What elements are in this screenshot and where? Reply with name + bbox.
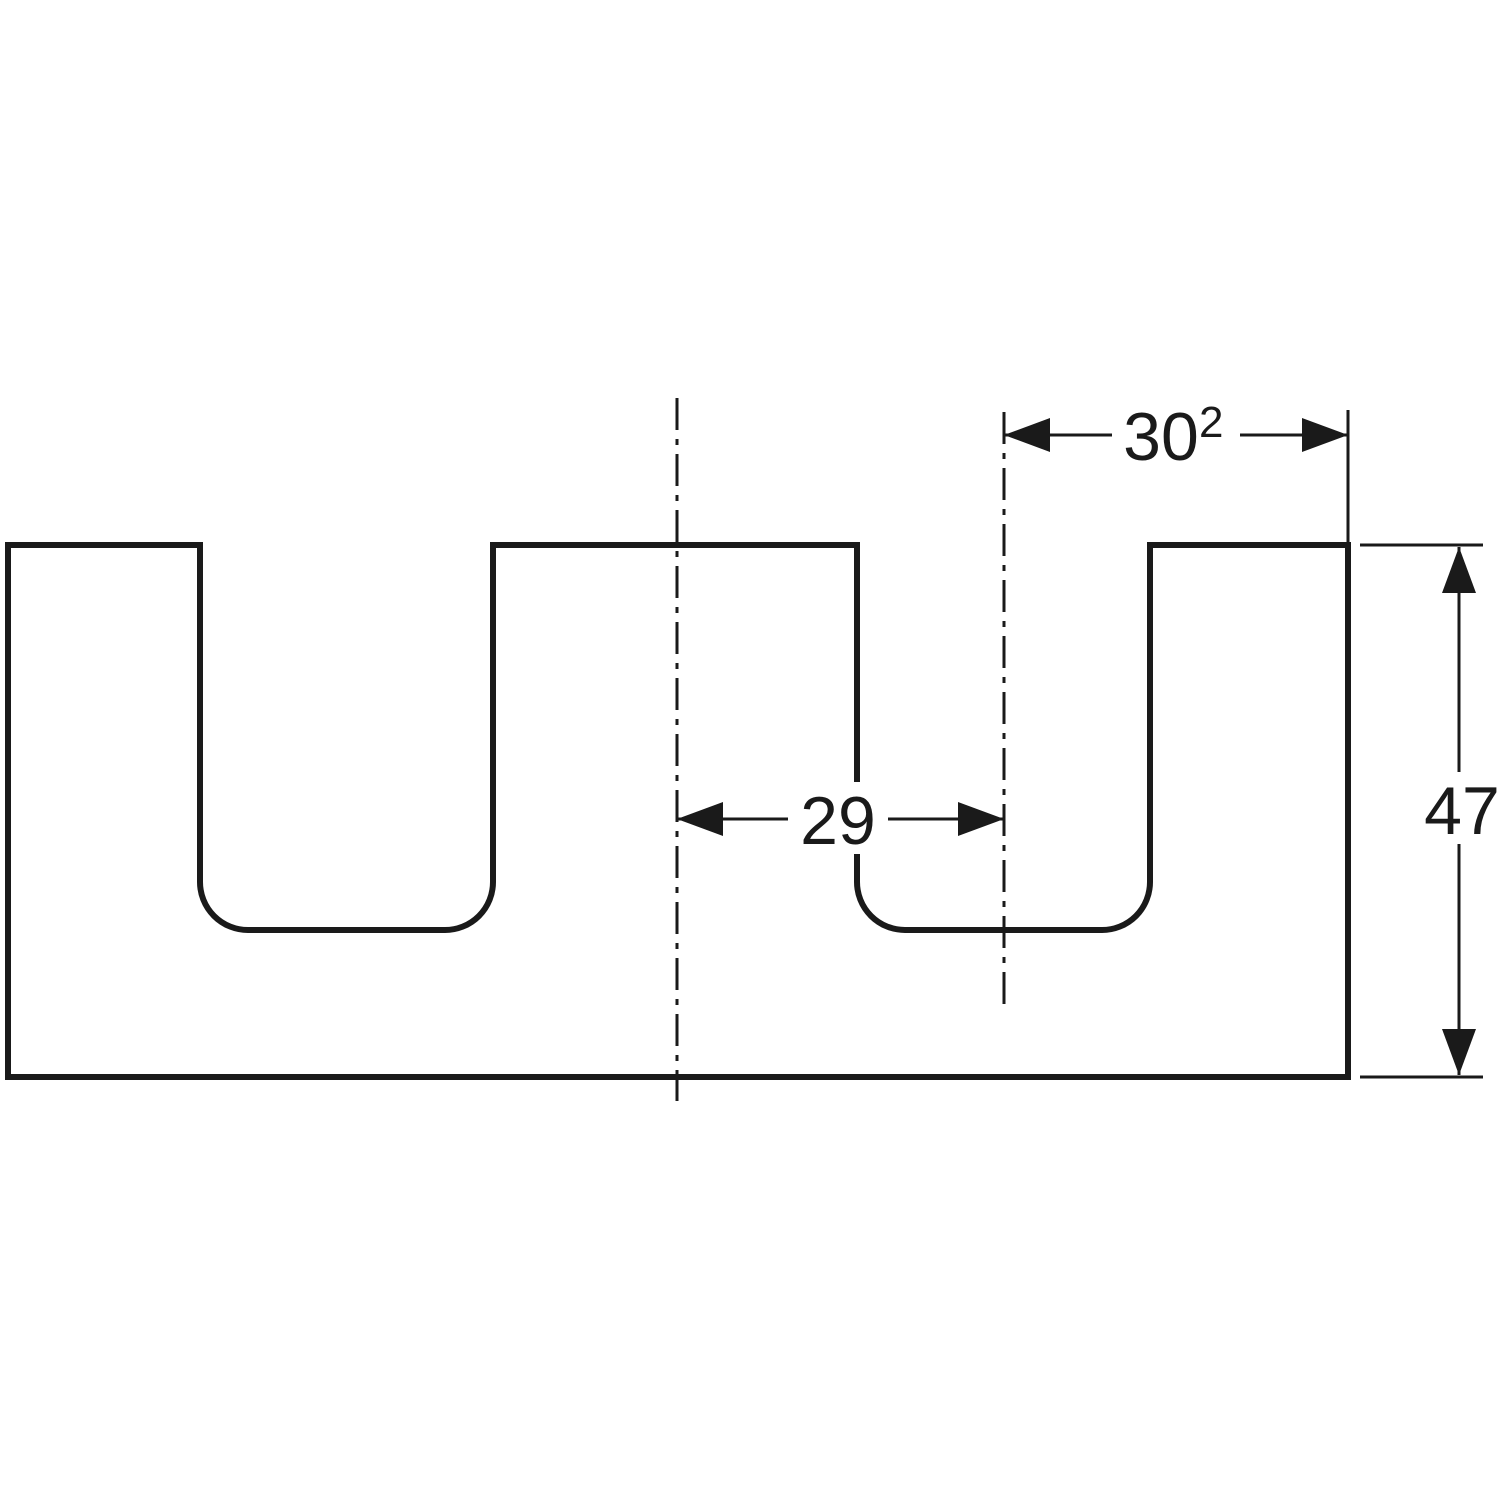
dimension-value: 47 — [1424, 773, 1500, 849]
dimension-center-spacing: 29 — [677, 782, 1004, 859]
arrowhead-left-icon — [677, 802, 723, 836]
arrowhead-right-icon — [958, 802, 1004, 836]
dimension-height: 47 — [1360, 543, 1500, 1079]
arrowhead-right-icon — [1302, 418, 1348, 452]
arrowhead-down-icon — [1442, 1029, 1476, 1075]
dimension-superscript: 2 — [1199, 398, 1223, 447]
text-mask — [1421, 772, 1500, 844]
dimension-value: 29 — [800, 783, 876, 859]
text-mask — [788, 782, 888, 854]
arrowhead-up-icon — [1442, 547, 1476, 593]
dimension-top-right: 30 2 — [1004, 398, 1350, 545]
part-outline — [5, 542, 1351, 1080]
dimension-value: 30 — [1123, 399, 1199, 475]
arrowhead-left-icon — [1004, 418, 1050, 452]
